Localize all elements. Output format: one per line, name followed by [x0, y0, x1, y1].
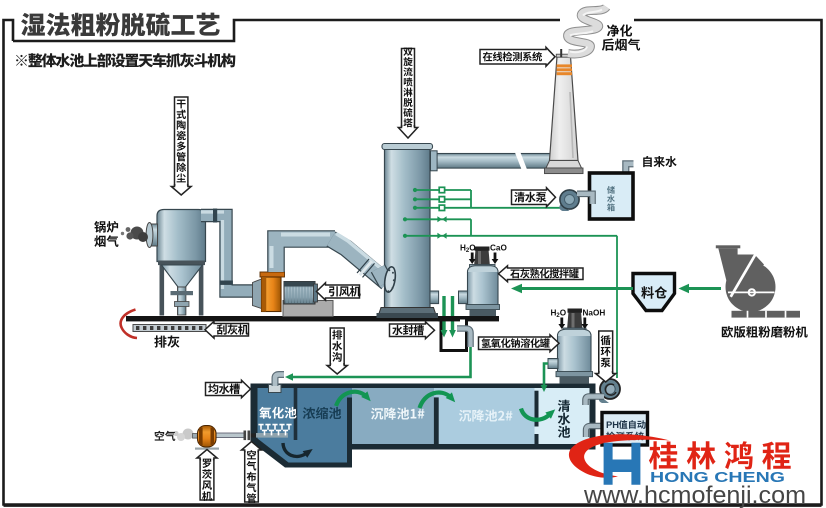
svg-text:PH: PH [606, 419, 619, 430]
svg-text:CaO: CaO [490, 244, 507, 253]
svg-text:www.hcmofenji.com: www.hcmofenji.com [583, 482, 806, 508]
svg-text:HONG CHENG: HONG CHENG [650, 470, 785, 486]
svg-text:H2O: H2O [460, 244, 476, 255]
svg-text:H2O: H2O [551, 309, 567, 320]
svg-text:NaOH: NaOH [583, 309, 606, 318]
